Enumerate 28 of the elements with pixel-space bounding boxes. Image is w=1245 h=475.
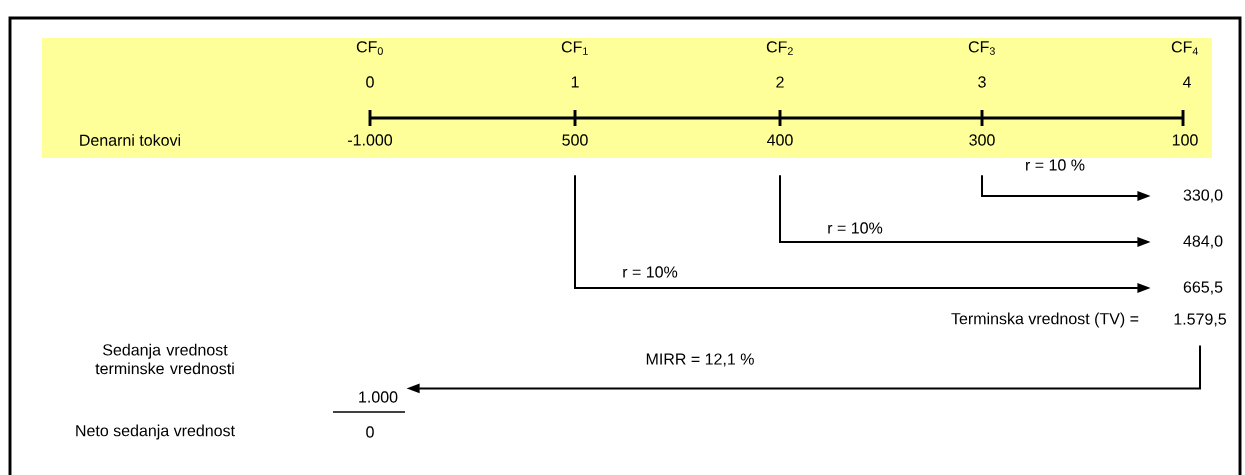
result-label: Sedanja vrednost terminske vrednosti xyxy=(95,343,234,375)
value-label: 330,0 xyxy=(1183,189,1223,203)
cash-flow-label: CF$_{4}$ xyxy=(1171,41,1198,55)
value-label: 300 xyxy=(969,134,995,146)
cash-flow-label: CF$_{1}$ xyxy=(561,41,588,55)
cash-flow-label: CF$_{3}$ xyxy=(968,41,995,55)
cash-flow-value: 100 xyxy=(1172,134,1198,146)
edge-label: r = 10% xyxy=(825,221,885,235)
cash-flow-label: CF$_{2}$ xyxy=(766,41,793,55)
period-number: 1 xyxy=(571,76,579,88)
cash-flow-value: -1.000 xyxy=(348,134,393,146)
period-number: 4 xyxy=(1182,76,1191,88)
value-label: 500 xyxy=(562,134,588,146)
value-label: 665,5 xyxy=(1183,281,1223,295)
edge-label: r = 10 % xyxy=(1023,158,1087,172)
edge-label: MIRR = 12,1 % xyxy=(644,352,756,368)
edge-label: r = 10% xyxy=(620,265,680,279)
result-label: Neto sedanja vrednost xyxy=(76,424,235,440)
cash-flow-label: CF$_{0}$ xyxy=(356,41,383,55)
result-label: Terminska vrednost (TV) = xyxy=(951,312,1139,328)
period-number: 2 xyxy=(776,76,784,88)
period-number: 0 xyxy=(366,76,374,88)
row-label: Denarni tokovi xyxy=(80,134,180,146)
value-label: 484,0 xyxy=(1183,235,1223,249)
underlined-value: 1.000 xyxy=(332,391,406,413)
value-label: 400 xyxy=(767,134,793,146)
period-number: 3 xyxy=(978,76,986,88)
value-label: 1.579,5 xyxy=(1174,313,1226,327)
